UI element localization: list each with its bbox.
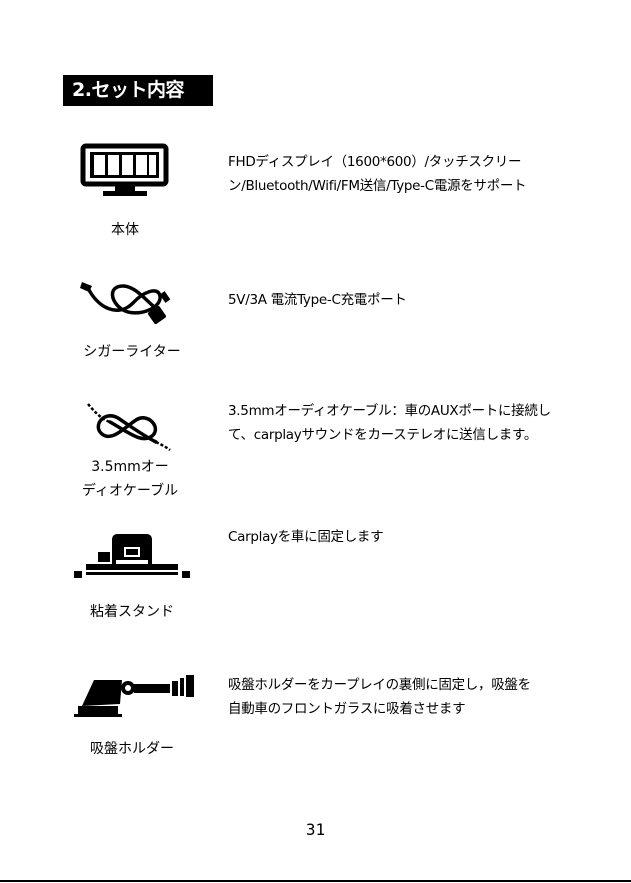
item-caption-cigarette-lighter: シガーライター xyxy=(62,340,202,364)
audio-cable-icon xyxy=(82,398,174,452)
item-caption-adhesive-stand: 粘着スタンド xyxy=(62,600,202,624)
item-caption-audio-cable: 3.5mmオー ディオケーブル xyxy=(60,455,200,503)
description-line: 5V/3A 電流Type-C充電ポート xyxy=(228,288,568,312)
description-line: 3.5mmオーディオケーブル：車のAUXポートに接続し xyxy=(228,399,568,423)
caption-line: ディオケーブル xyxy=(60,479,200,503)
caption-line: 3.5mmオー xyxy=(60,455,200,479)
item-description-cigarette-lighter: 5V/3A 電流Type-C充電ポート xyxy=(228,288,568,312)
item-description-adhesive-stand: Carplayを車に固定します xyxy=(228,525,568,549)
item-caption-main-unit: 本体 xyxy=(55,218,195,242)
item-description-main-unit: FHDディスプレイ（1600*600）/タッチスクリー ン/Bluetooth/… xyxy=(228,150,568,198)
description-line: Carplayを車に固定します xyxy=(228,525,568,549)
adhesive-stand-icon xyxy=(72,530,192,582)
description-line: て、carplayサウンドをカーステレオに送信します。 xyxy=(228,423,568,447)
item-description-audio-cable: 3.5mmオーディオケーブル：車のAUXポートに接続し て、carplayサウン… xyxy=(228,399,568,447)
description-line: FHDディスプレイ（1600*600）/タッチスクリー xyxy=(228,150,568,174)
page-number: 31 xyxy=(0,820,631,839)
description-line: 吸盤ホルダーをカープレイの裏側に固定し，吸盤を xyxy=(228,673,568,697)
description-line: 自動車のフロントガラスに吸着させます xyxy=(228,697,568,721)
cigarette-lighter-cable-icon xyxy=(78,278,178,328)
item-caption-suction-holder: 吸盤ホルダー xyxy=(62,737,202,761)
footer-divider xyxy=(0,880,631,882)
section-title: 2.セット内容 xyxy=(63,75,213,106)
suction-holder-icon xyxy=(70,674,198,720)
description-line: ン/Bluetooth/Wifi/FM送信/Type-C電源をサポート xyxy=(228,174,568,198)
item-description-suction-holder: 吸盤ホルダーをカープレイの裏側に固定し，吸盤を 自動車のフロントガラスに吸着させ… xyxy=(228,673,568,721)
display-icon xyxy=(80,143,170,199)
